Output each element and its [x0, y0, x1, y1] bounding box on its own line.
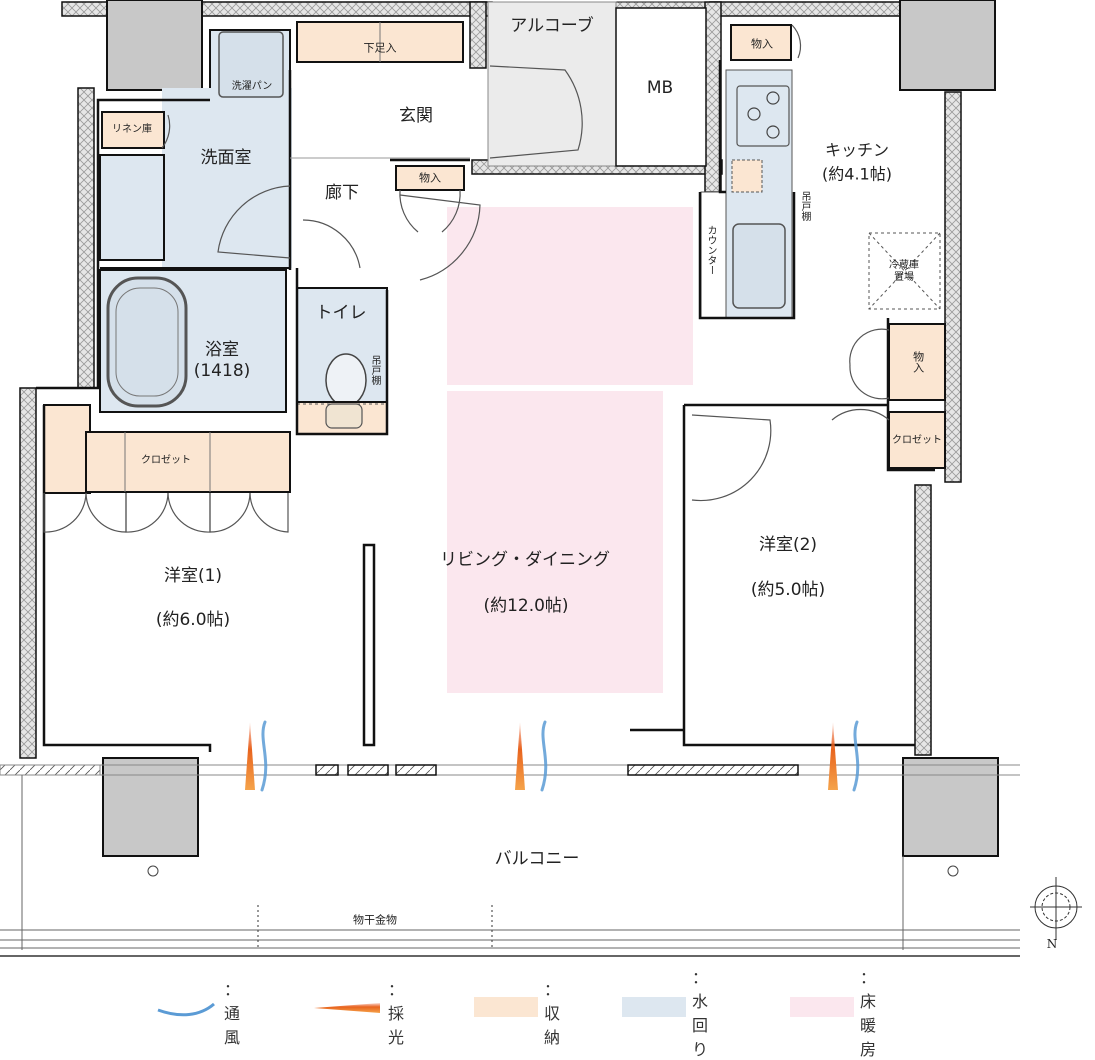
legend-light: ：採光	[388, 980, 405, 1047]
label-western2-size: (約5.0帖)	[750, 579, 826, 600]
label-toilet-shelf: 吊戸棚	[369, 355, 380, 385]
interior-walls	[36, 60, 935, 752]
label-closet-left: クロゼット	[141, 455, 191, 466]
legend-wind: ：通風	[224, 980, 241, 1047]
label-western1-size: (約6.0帖)	[155, 609, 231, 630]
label-toilet: トイレ	[315, 302, 367, 323]
pillars	[102, 0, 999, 857]
label-linen: リネン庫	[112, 124, 152, 135]
north-label: N	[1046, 937, 1058, 951]
label-counter: カウンター	[705, 225, 716, 275]
exterior-walls	[19, 1, 962, 759]
label-bathroom-size: (1418)	[193, 360, 251, 381]
label-mb: MB	[646, 77, 674, 98]
storage-areas	[43, 21, 946, 494]
label-entrance: 玄関	[399, 105, 433, 126]
legend-water: ：水回り	[692, 968, 709, 1059]
label-living: リビング・ダイニング	[440, 549, 610, 570]
label-corridor: 廊下	[325, 182, 359, 203]
label-drying-hardware: 物干金物	[353, 913, 397, 927]
label-western2: 洋室(2)	[758, 534, 818, 555]
label-washroom: 洗面室	[200, 147, 252, 168]
label-fridge: 冷蔵庫置場	[889, 260, 919, 283]
label-bathroom: 浴室	[205, 339, 239, 360]
compass-icon	[1030, 877, 1082, 940]
label-shoe-storage: 下足入	[363, 41, 397, 55]
label-closet-right: クロゼット	[892, 435, 942, 446]
legend-storage: ：収納	[544, 980, 561, 1047]
floor-heating-zone-2	[447, 391, 663, 693]
balcony-railing	[0, 775, 1020, 957]
legend-floor-heating: ：床暖房	[860, 968, 877, 1059]
label-corridor-storage: 物入	[419, 171, 441, 185]
legend-swatches	[157, 997, 854, 1017]
light-indicators	[245, 722, 838, 790]
label-alcove: アルコーブ	[510, 15, 594, 36]
label-kitchen-storage: 物入	[751, 37, 773, 51]
floor-heating-zone-1	[447, 207, 693, 385]
window-sashes	[0, 764, 1020, 776]
label-balcony: バルコニー	[494, 848, 580, 869]
label-washing-pan: 洗濯パン	[231, 81, 273, 92]
label-western1: 洋室(1)	[163, 565, 223, 586]
label-kitchen-shelf: 吊戸棚	[799, 191, 810, 221]
label-kitchen-size: (約4.1帖)	[822, 164, 892, 184]
label-living-size: (約12.0帖)	[483, 595, 569, 616]
wind-indicators	[260, 720, 860, 792]
alcove-area	[487, 1, 617, 167]
mb-area	[615, 7, 707, 167]
doors	[43, 24, 890, 533]
label-side-storage: 物入	[911, 351, 925, 373]
floor-plan	[0, 0, 1082, 1017]
label-kitchen: キッチン	[824, 140, 890, 160]
